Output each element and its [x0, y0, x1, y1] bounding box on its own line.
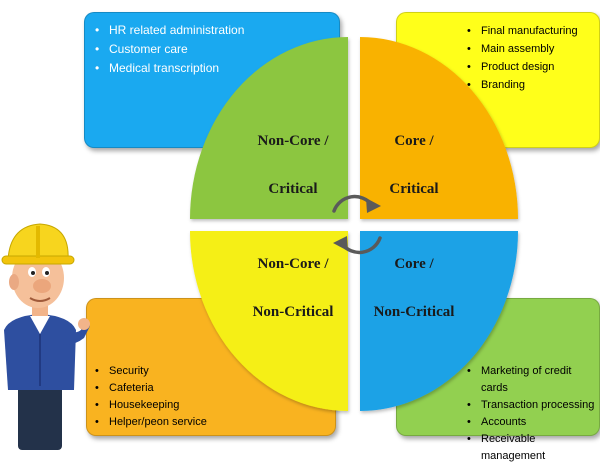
list-item: Customer care [95, 40, 244, 59]
list-top-left: HR related administration Customer care … [95, 21, 244, 78]
quadrant-bottom-right-line2: Non-Critical [374, 304, 455, 320]
quadrant-top-right [360, 37, 518, 219]
quadrant-top-right-line2: Critical [389, 181, 438, 197]
list-item: Housekeeping [95, 397, 207, 414]
quadrant-top-right-line1: Core / [394, 133, 434, 149]
list-item: Medical transcription [95, 59, 244, 78]
quadrant-top-left [190, 37, 348, 219]
list-item: Helper/peon service [95, 414, 207, 431]
quadrant-matrix: Non-Core / Critical Core / Critical Non-… [190, 37, 518, 411]
list-item: Final manufacturing [467, 22, 578, 40]
arrowhead-bottom [333, 236, 348, 251]
list-item: Security [95, 363, 207, 380]
list-item: HR related administration [95, 21, 244, 40]
quadrant-bottom-right [360, 231, 518, 411]
quadrant-bottom-left-line1: Non-Core / [258, 256, 330, 272]
quadrant-bottom-left [190, 231, 348, 411]
list-item: Main assembly [467, 40, 578, 58]
quadrant-bottom-left-line2: Non-Critical [253, 304, 334, 320]
list-item: Accounts [467, 414, 599, 431]
list-item: Branding [467, 76, 578, 94]
quadrant-bottom-right-line1: Core / [394, 256, 434, 272]
arrowhead-top [366, 198, 381, 213]
quadrant-top-left-line2: Critical [268, 181, 317, 197]
list-top-right: Final manufacturing Main assembly Produc… [467, 22, 578, 94]
list-item: Product design [467, 58, 578, 76]
construction-worker-mascot [1, 223, 90, 450]
list-item: Transaction processing [467, 397, 599, 414]
list-bottom-left: Security Cafeteria Housekeeping Helper/p… [95, 363, 207, 431]
quadrant-top-left-line1: Non-Core / [258, 133, 330, 149]
list-item: Marketing of credit cards [467, 363, 599, 397]
list-item: Cafeteria [95, 380, 207, 397]
